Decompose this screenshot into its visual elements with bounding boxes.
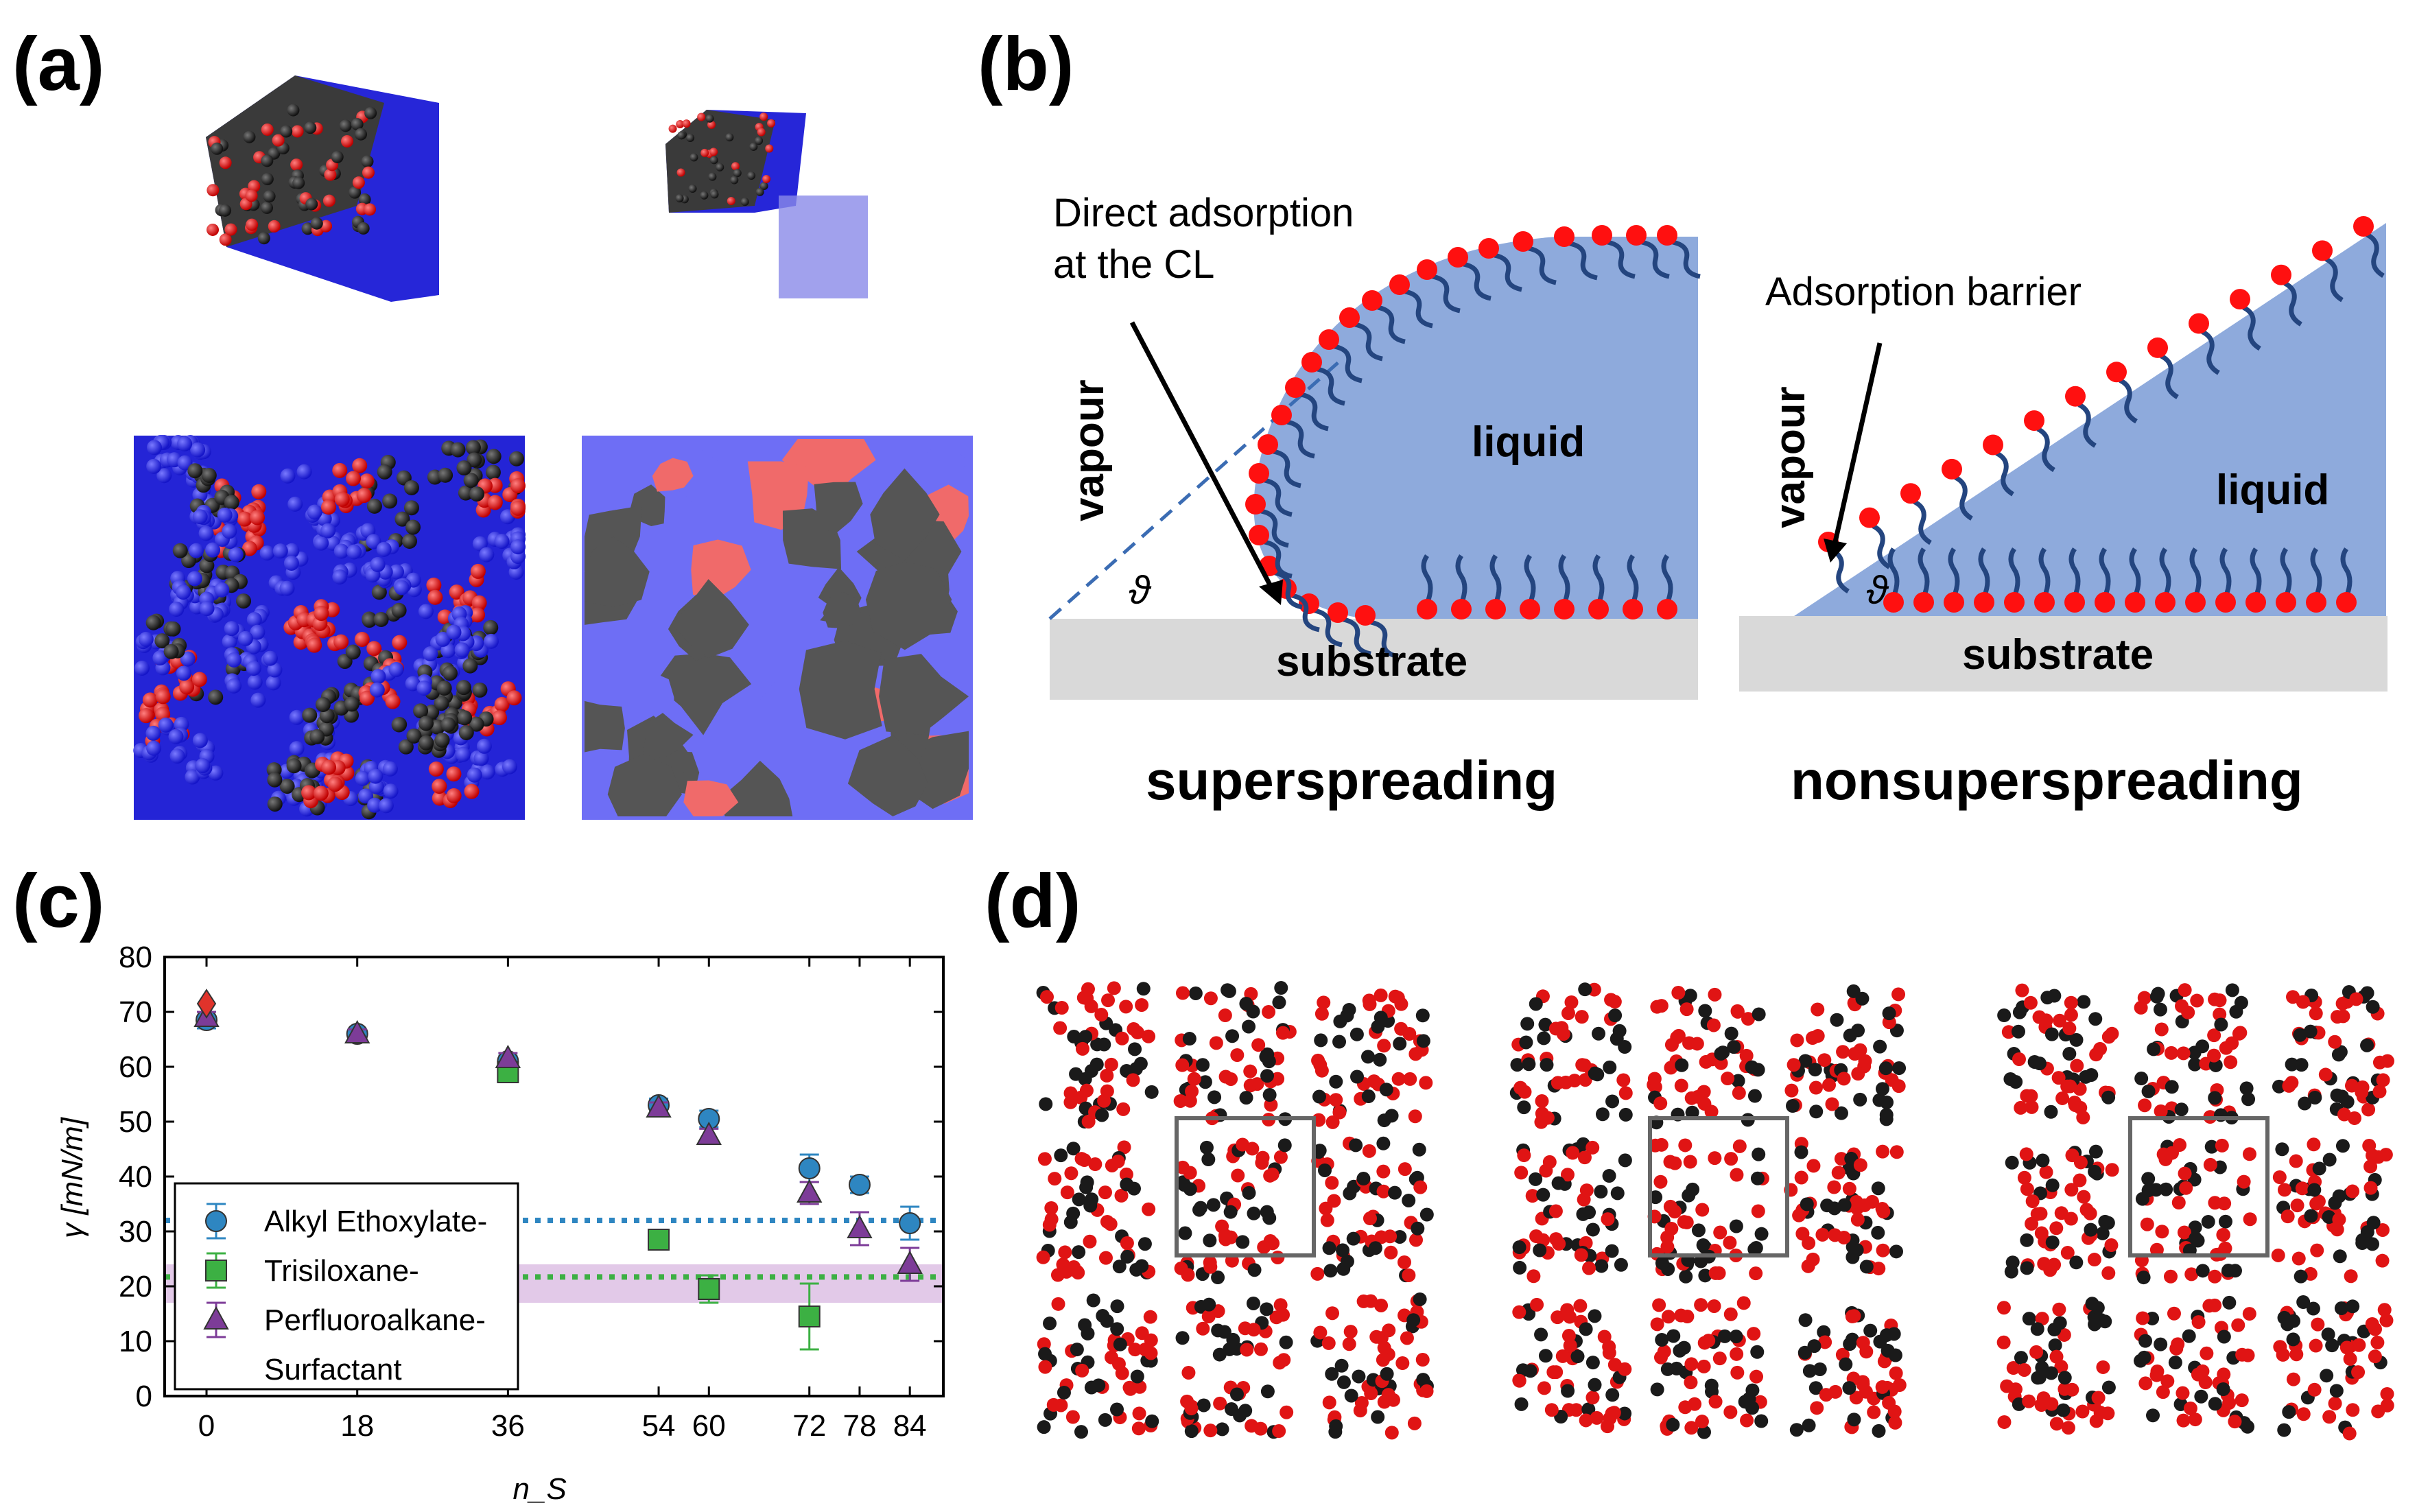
data-point-triangle: [897, 1250, 923, 1274]
panel-label-d: (d): [985, 859, 1081, 943]
caption-superspreading: superspreading: [1146, 750, 1557, 811]
data-point-square: [648, 1229, 670, 1251]
water-point: [196, 989, 217, 1019]
y-tick-label: 30: [119, 1215, 152, 1249]
y-tick-label: 70: [119, 995, 152, 1029]
legend-label: Trisiloxane-: [264, 1254, 419, 1288]
liquid-label-right: liquid: [2216, 466, 2329, 514]
liquid-label-left: liquid: [1472, 418, 1585, 466]
annotation-direct-adsorption-2: at the CL: [1053, 242, 1214, 287]
bead-surface-map: [133, 435, 526, 820]
y-tick-label: 0: [136, 1380, 152, 1413]
substrate-label-right: substrate: [1962, 631, 2154, 678]
unit-cell-box-2: [1648, 1116, 1789, 1257]
substrate-right: [1739, 616, 2387, 692]
data-point-triangle: [344, 1019, 370, 1043]
theta-label-left: ϑ: [1129, 568, 1152, 613]
x-tick-label: 54: [642, 1409, 676, 1443]
x-tick-label: 78: [842, 1409, 876, 1443]
legend-label: Alkyl Ethoxylate-: [264, 1205, 487, 1238]
panel-c-chart: 0 10 20 30 40 50 60 70 80 0 18 36 54 60 72 78 84 γ [mN/m]…: [56, 941, 945, 1506]
unit-cell-box-1: [1175, 1116, 1316, 1257]
legend-marker: [203, 1306, 229, 1330]
legend-marker: [205, 1210, 227, 1232]
substrate-label-left: substrate: [1276, 638, 1467, 685]
snapshot-d-1: [1036, 981, 1434, 1440]
legend-label: Perfluoroalkane-: [264, 1303, 486, 1337]
data-point-circle: [798, 1157, 821, 1179]
x-tick-label: 18: [340, 1409, 374, 1443]
annotation-adsorption-barrier: Adsorption barrier: [1765, 270, 2082, 314]
y-tick-label: 50: [119, 1105, 152, 1139]
droplet-cube-small: [665, 110, 868, 298]
panel-a-graphics: [133, 75, 973, 820]
y-tick-label: 80: [119, 941, 152, 974]
liquid-left: [1253, 237, 1698, 619]
x-tick-label: 72: [792, 1409, 826, 1443]
y-tick-label: 10: [119, 1325, 152, 1358]
data-point-square: [798, 1306, 821, 1327]
vapour-label-right: vapour: [1767, 386, 1814, 528]
data-point-triangle: [696, 1121, 722, 1145]
substrate-left: [1050, 619, 1698, 700]
data-point-circle: [899, 1212, 921, 1234]
legend-box: [174, 1182, 519, 1391]
adsorption-arrow-left: [1129, 321, 1275, 591]
legend-marker: [205, 1260, 227, 1281]
vapour-label-left: vapour: [1065, 379, 1113, 521]
theta-label-right: ϑ: [1866, 568, 1889, 613]
y-tick-label: 20: [119, 1270, 152, 1303]
annotation-direct-adsorption-1: Direct adsorption: [1053, 191, 1354, 235]
y-tick-label: 40: [119, 1160, 152, 1194]
x-tick-label: 60: [692, 1409, 726, 1443]
unit-cell-box-3: [2128, 1116, 2269, 1257]
data-point-circle: [848, 1174, 871, 1196]
droplet-cube-large: [206, 75, 439, 302]
data-point-triangle: [797, 1179, 823, 1203]
x-axis-label: n_S: [513, 1472, 567, 1506]
snapshot-d-2: [1509, 982, 1907, 1439]
adsorption-arrow-right: [1832, 342, 1883, 543]
snapshot-d-3: [1996, 983, 2394, 1441]
contact-angle-line-left: [1048, 355, 1346, 620]
x-tick-label: 36: [491, 1409, 525, 1443]
panel-b-schematic: Direct adsorption at the CL vapour liqui…: [1048, 191, 2387, 811]
caption-nonsuperspreading: nonsuperspreading: [1791, 750, 2303, 811]
y-tick-label: 60: [119, 1050, 152, 1084]
data-point-triangle: [646, 1094, 672, 1118]
legend-label: Surfactant: [264, 1353, 402, 1386]
x-tick-label: 0: [198, 1409, 215, 1443]
panel-label-a: (a): [12, 22, 105, 106]
panel-label-c: (c): [12, 859, 105, 943]
data-point-triangle: [847, 1214, 873, 1238]
y-axis-label: γ [mN/m]: [56, 1116, 89, 1238]
data-point-square: [698, 1278, 720, 1300]
panel-label-b: (b): [978, 22, 1074, 106]
x-tick-label: 84: [893, 1409, 927, 1443]
data-point-triangle: [495, 1044, 521, 1068]
panel-d-snapshots: [1036, 981, 2394, 1441]
voronoi-surface-map: [582, 436, 973, 820]
